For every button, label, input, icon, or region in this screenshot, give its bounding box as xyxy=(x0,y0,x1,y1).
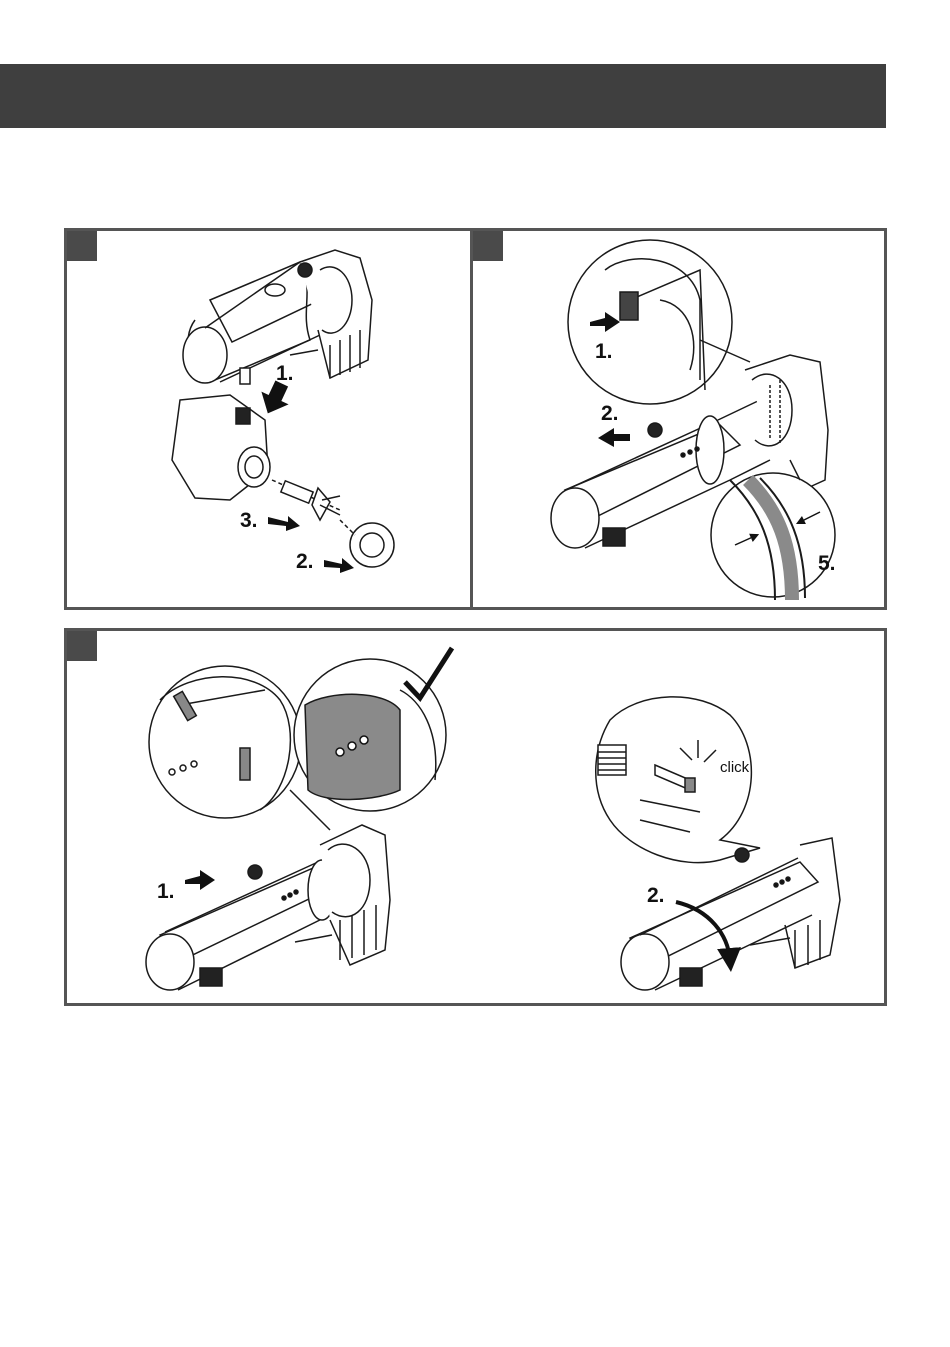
arrow-right-icon xyxy=(268,516,300,531)
step-label: 1. xyxy=(157,880,175,903)
step-label: 5. xyxy=(818,552,836,575)
step-label: 3. xyxy=(240,509,258,532)
step-label: 1. xyxy=(595,340,613,363)
figure-b-illustration xyxy=(551,240,835,600)
step-label: 2. xyxy=(601,402,619,425)
step-label: 2. xyxy=(647,884,665,907)
step-label: 1. xyxy=(276,362,294,385)
step-label: 2. xyxy=(296,550,314,573)
figure-c-illustration xyxy=(146,659,840,990)
click-callout: click xyxy=(720,759,750,776)
arrow-right-icon xyxy=(185,870,215,890)
figure-a-illustration xyxy=(172,250,394,567)
arrow-left-icon xyxy=(598,428,630,447)
arrow-right-icon xyxy=(324,558,354,573)
